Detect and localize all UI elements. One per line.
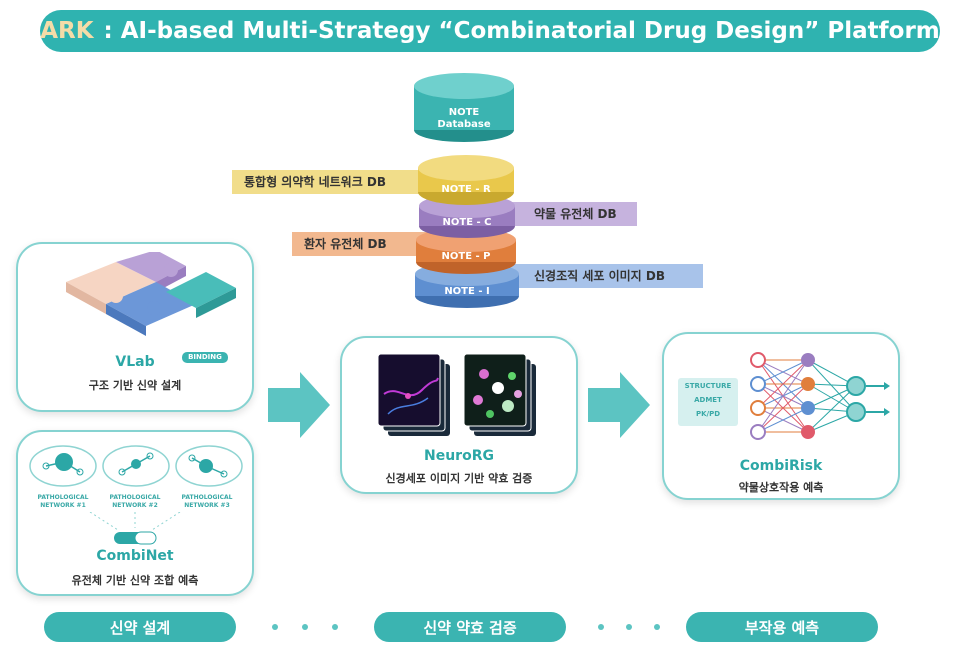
feature-structure: STRUCTURE <box>684 382 732 390</box>
vlab-desc: 구조 기반 신약 설계 <box>88 379 182 392</box>
stage-pill-2: 신약 약효 검증 <box>374 612 566 642</box>
vlab-badge: BINDING <box>182 352 228 363</box>
separator-dot <box>302 624 308 630</box>
database-stack: NOTE Database NOTE - R NOTE - C NOTE - P… <box>0 0 954 320</box>
separator-dot <box>598 624 604 630</box>
separator-dot <box>332 624 338 630</box>
capsule-icon <box>89 512 181 545</box>
network-icon-1 <box>29 445 97 487</box>
layer-label-c: NOTE - C <box>442 217 492 228</box>
layer-label-i: NOTE - I <box>444 286 490 297</box>
tag-ribbon-c <box>505 202 637 226</box>
separator-dot <box>626 624 632 630</box>
neurorg-name: NeuroRG <box>424 448 494 464</box>
network-label-1: PATHOLOGICAL NETWORK #1 <box>37 494 89 509</box>
title-text: : AI-based Multi-Strategy “Combinatorial… <box>103 18 940 44</box>
db-top-label-1: NOTE <box>448 107 480 118</box>
neurorg-desc: 신경세포 이미지 기반 약효 검증 <box>385 472 533 485</box>
db-tag-p: 환자 유전체 DB <box>304 237 387 251</box>
separator-dot <box>654 624 660 630</box>
tag-ribbon-p <box>292 232 432 256</box>
title-bar: ARK : AI-based Multi-Strategy “Combinato… <box>40 10 940 52</box>
tag-ribbon-i <box>505 264 703 288</box>
combirisk-name: CombiRisk <box>739 458 823 474</box>
layer-label-p: NOTE - P <box>441 251 491 262</box>
db-top-label-2: Database <box>437 119 491 130</box>
neurorg-panel: NeuroRG 신경세포 이미지 기반 약효 검증 <box>340 336 578 494</box>
puzzle-icon <box>66 252 236 336</box>
feature-box <box>678 378 738 426</box>
stage-pill-3: 부작용 예측 <box>686 612 878 642</box>
layer-label-r: NOTE - R <box>441 184 491 195</box>
network-label-2: PATHOLOGICAL NETWORK #2 <box>109 494 161 509</box>
arrow-right-icon <box>268 372 330 438</box>
vlab-panel: VLab BINDING 구조 기반 신약 설계 <box>16 242 254 412</box>
db-tag-r: 통합형 의약학 네트워크 DB <box>244 175 387 189</box>
cylinder-note-database <box>414 73 514 142</box>
network-icon-2 <box>102 445 170 487</box>
db-top-label: NOTE Database <box>414 107 514 131</box>
vlab-name: VLab <box>115 354 155 370</box>
combinet-desc: 유전체 기반 신약 조합 예측 <box>71 574 199 587</box>
combinet-panel: PATHOLOGICAL NETWORK #1 PATHOLOGICAL NET… <box>16 430 254 596</box>
network-icon-3 <box>175 445 243 487</box>
cell-image-icon <box>378 354 536 436</box>
database-cylinders <box>232 73 703 308</box>
cylinder-note-r <box>418 155 514 205</box>
db-tag-i: 신경조직 세포 이미지 DB <box>534 269 666 283</box>
title-brand: ARK <box>40 18 94 44</box>
arrow-right-icon-2 <box>588 372 650 438</box>
db-tag-c: 약물 유전체 DB <box>534 207 617 221</box>
neural-network-icon <box>750 352 890 440</box>
tag-ribbon-r <box>232 170 427 194</box>
stage-pill-1: 신약 설계 <box>44 612 236 642</box>
combinet-name: CombiNet <box>96 548 174 564</box>
combirisk-desc: 약물상호작용 예측 <box>738 481 824 494</box>
combirisk-panel: STRUCTURE ADMET PK/PD Co <box>662 332 900 500</box>
feature-pkpd: PK/PD <box>695 410 721 418</box>
feature-admet: ADMET <box>694 396 722 404</box>
separator-dot <box>272 624 278 630</box>
network-label-3: PATHOLOGICAL NETWORK #3 <box>181 494 233 509</box>
network-icons <box>29 445 243 487</box>
